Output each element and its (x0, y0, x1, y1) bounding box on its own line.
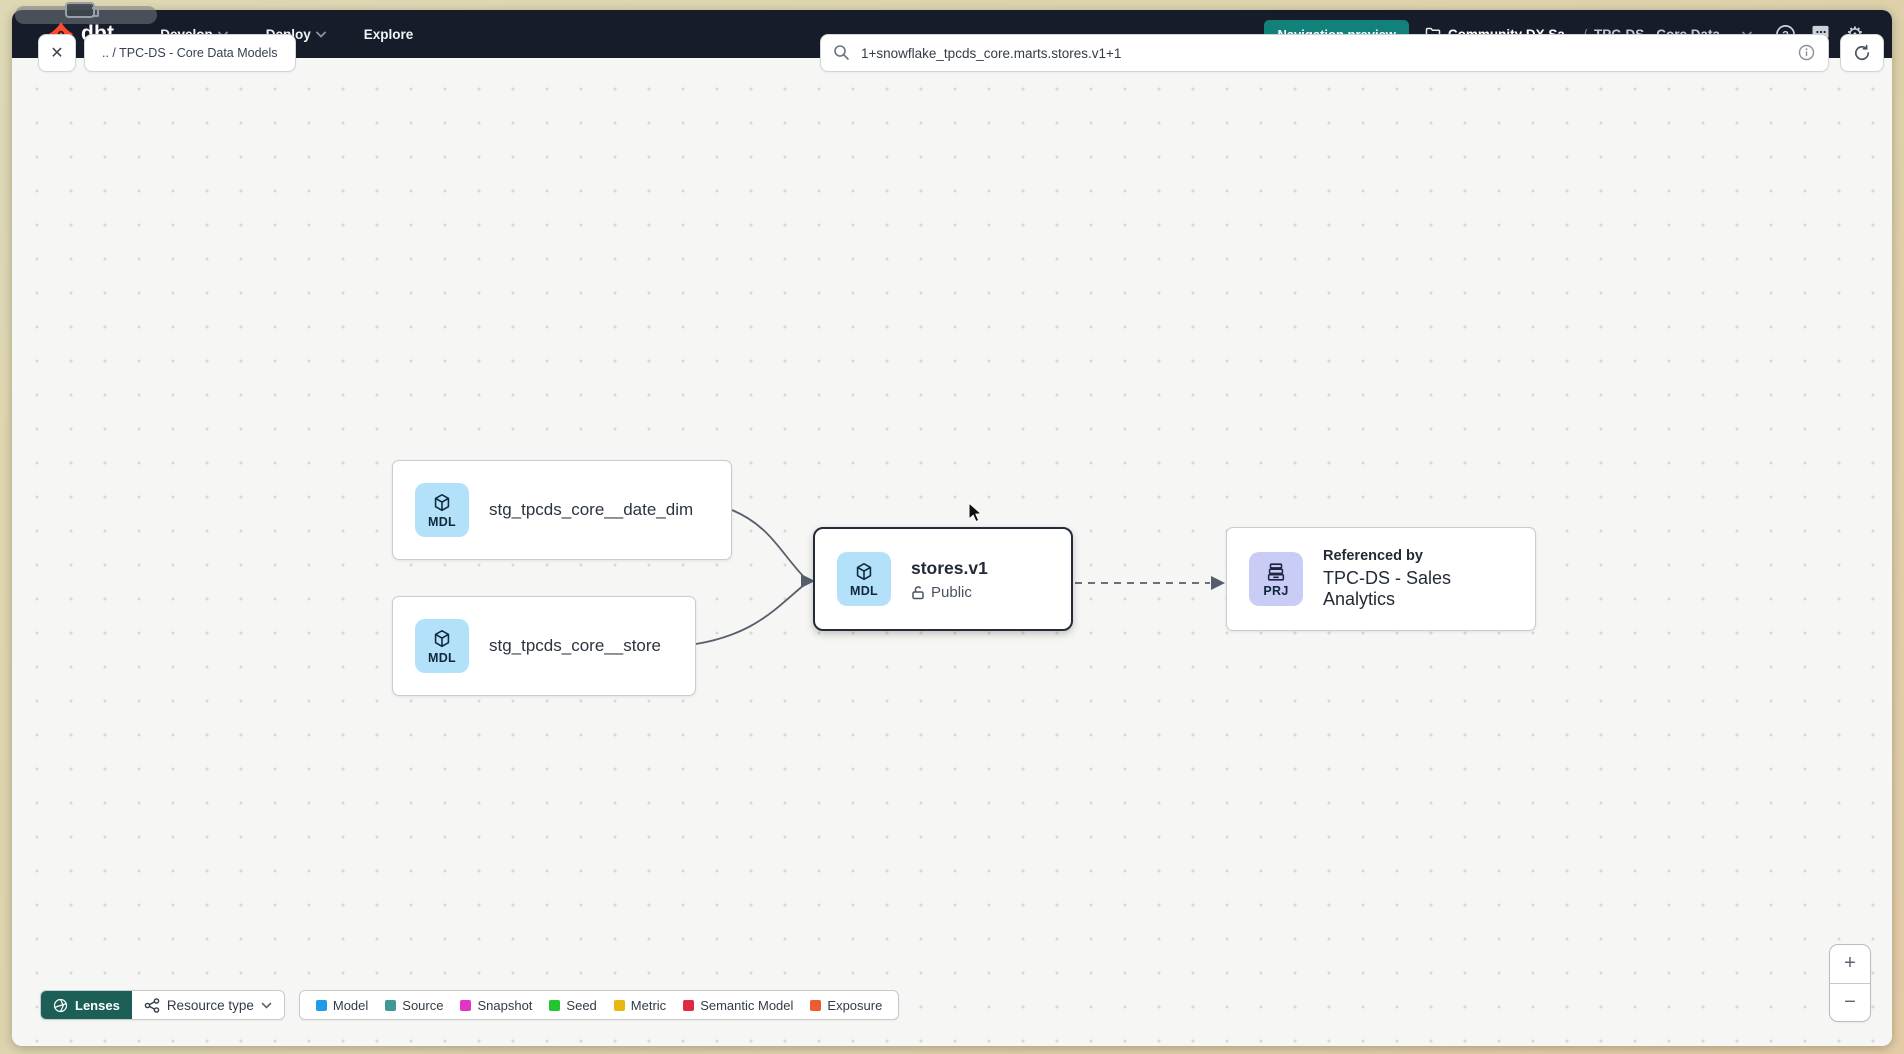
legend-swatch (683, 999, 695, 1011)
cube-icon (431, 628, 453, 650)
info-icon[interactable] (1798, 44, 1815, 61)
legend-label: Source (402, 997, 444, 1013)
bottom-controls: Lenses Resource type Model (40, 990, 900, 1020)
node-referenced-project[interactable]: PRJ Referenced by TPC-DS - Sales Analyti… (1226, 527, 1536, 631)
cube-icon (431, 492, 453, 514)
legend-item-semantic-model: Semantic Model (683, 998, 793, 1013)
legend-label: Model (332, 997, 369, 1013)
node-label: stg_tpcds_core__store (489, 636, 661, 655)
node-access: Public (911, 584, 988, 601)
refresh-icon (1853, 44, 1871, 62)
project-badge: PRJ (1249, 552, 1303, 606)
legend-label: Exposure (827, 997, 883, 1013)
chevron-down-icon (315, 31, 326, 38)
badge-label: PRJ (1263, 583, 1289, 598)
resource-type-legend: Model Source Snapshot Seed Metric Semant… (298, 990, 900, 1020)
badge-label: MDL (428, 650, 456, 665)
chevron-down-icon (261, 1002, 272, 1009)
close-icon: ✕ (50, 45, 64, 62)
legend-item-metric: Metric (613, 997, 667, 1013)
screen-recorder-overlay (15, 2, 157, 24)
cube-icon (853, 561, 875, 583)
lenses-button[interactable]: Lenses (41, 991, 132, 1019)
refresh-button[interactable] (1840, 34, 1884, 72)
node-stores-v1[interactable]: MDL stores.v1 Public (813, 527, 1073, 631)
resource-type-dropdown[interactable]: Resource type (132, 991, 284, 1019)
archive-stack-icon (1265, 561, 1287, 583)
close-button[interactable]: ✕ (38, 34, 76, 72)
access-label: Public (931, 583, 972, 601)
legend-swatch (460, 999, 472, 1011)
resource-type-icon (144, 997, 160, 1013)
legend-swatch (549, 999, 561, 1011)
node-label: stg_tpcds_core__date_dim (489, 500, 694, 519)
legend-swatch (315, 999, 327, 1011)
screen-share-icon (65, 2, 99, 18)
node-stg-tpcds-core-store[interactable]: MDL stg_tpcds_core__store (392, 596, 696, 696)
legend-item-source: Source (385, 998, 443, 1013)
zoom-controls: + − (1829, 944, 1871, 1022)
lineage-canvas[interactable]: MDL stg_tpcds_core__date_dim MDL stg_tpc… (12, 58, 1892, 1046)
node-title: stores.v1 (911, 557, 988, 578)
unlock-icon (911, 585, 925, 600)
lineage-breadcrumb-chip[interactable]: .. / TPC-DS - Core Data Models (84, 34, 296, 72)
legend-label: Semantic Model (700, 997, 794, 1013)
legend-label: Metric (630, 997, 667, 1013)
legend-swatch (385, 999, 397, 1011)
legend-item-snapshot: Snapshot (460, 998, 532, 1013)
legend-swatch (613, 999, 625, 1011)
legend-label: Snapshot (477, 997, 533, 1013)
resource-type-label: Resource type (166, 997, 254, 1013)
node-ref-title: Referenced by (1323, 548, 1423, 564)
lenses-control: Lenses Resource type (40, 990, 285, 1020)
zoom-in-button[interactable]: + (1830, 945, 1870, 984)
node-stg-tpcds-core-date-dim[interactable]: MDL stg_tpcds_core__date_dim (392, 460, 732, 560)
zoom-out-button[interactable]: − (1844, 990, 1856, 1013)
lenses-label: Lenses (75, 997, 120, 1013)
lens-icon (53, 998, 68, 1013)
model-badge: MDL (837, 552, 891, 606)
legend-swatch (810, 999, 822, 1011)
badge-label: MDL (428, 514, 456, 529)
nav-menu-explore-label: Explore (363, 26, 414, 42)
legend-item-model: Model (315, 997, 369, 1013)
lineage-search (820, 34, 1829, 72)
model-badge: MDL (415, 619, 469, 673)
nav-menu-explore[interactable]: Explore (364, 27, 414, 42)
breadcrumb-chip-label: .. / TPC-DS - Core Data Models (102, 46, 278, 60)
model-badge: MDL (415, 483, 469, 537)
legend-item-exposure: Exposure (810, 998, 882, 1013)
app-window: dbt Develop Deploy Explore Navigation pr… (12, 10, 1892, 1046)
search-input[interactable] (820, 34, 1829, 72)
legend-label: Seed (566, 997, 597, 1013)
legend-item-seed: Seed (549, 997, 597, 1013)
node-ref-name: TPC-DS - Sales Analytics (1323, 568, 1452, 609)
badge-label: MDL (850, 583, 878, 598)
